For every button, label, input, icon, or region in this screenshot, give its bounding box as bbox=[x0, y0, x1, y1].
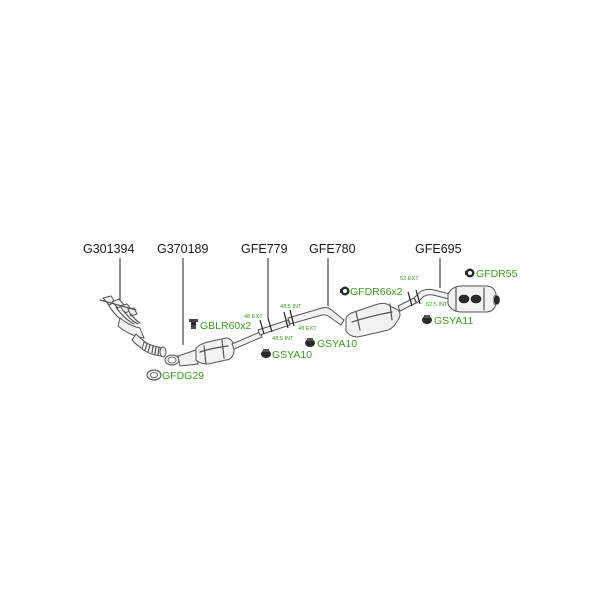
leader-lines bbox=[119, 258, 441, 345]
dimension-48-ext-lower: 48 EXT bbox=[298, 326, 317, 332]
part-label-g301394[interactable]: G301394 bbox=[83, 242, 134, 256]
accessory-label-gsya10-b[interactable]: GSYA10 bbox=[317, 338, 357, 350]
catalytic-converter[interactable] bbox=[164, 331, 263, 367]
rear-silencer[interactable] bbox=[413, 285, 500, 313]
accessory-label-gfdr55[interactable]: GFDR55 bbox=[476, 268, 518, 280]
dimension-48-5-int-lower: 48.5 INT bbox=[272, 336, 294, 342]
joint-markers bbox=[259, 289, 421, 335]
intermediate-pipe[interactable] bbox=[257, 319, 291, 336]
part-label-gfe780[interactable]: GFE780 bbox=[309, 242, 356, 256]
exhaust-manifold[interactable] bbox=[99, 295, 167, 358]
rubber-mount-icon[interactable] bbox=[422, 315, 432, 324]
clamp-icon[interactable] bbox=[465, 268, 475, 278]
rubber-mount-icon[interactable] bbox=[305, 338, 315, 347]
clamp-icon[interactable] bbox=[340, 286, 350, 296]
bolt-icon[interactable] bbox=[189, 319, 198, 329]
dimension-labels: 48 EXT 48.5 INT 48.5 INT 48 EXT 52 EXT 5… bbox=[244, 276, 448, 342]
part-label-gfe779[interactable]: GFE779 bbox=[241, 242, 288, 256]
gasket-ring-icon[interactable] bbox=[146, 369, 162, 381]
dimension-52-5-int: 52.5 INT bbox=[426, 302, 448, 308]
dimension-52-ext: 52 EXT bbox=[400, 276, 419, 282]
dimension-48-5-int: 48.5 INT bbox=[280, 304, 302, 310]
accessory-label-gblr60x2[interactable]: GBLR60x2 bbox=[200, 320, 252, 332]
accessory-label-gfdr66x2[interactable]: GFDR66x2 bbox=[350, 286, 403, 298]
rubber-mount-icon[interactable] bbox=[261, 349, 271, 358]
accessory-icons bbox=[146, 268, 475, 381]
accessory-label-gsya10-a[interactable]: GSYA10 bbox=[272, 349, 312, 361]
part-label-g370189[interactable]: G370189 bbox=[157, 242, 208, 256]
dimension-48-ext: 48 EXT bbox=[244, 314, 263, 320]
accessory-labels: GFDG29 GBLR60x2 GSYA10 GSYA10 GFDR66x2 G… bbox=[162, 268, 518, 382]
part-label-gfe695[interactable]: GFE695 bbox=[415, 242, 462, 256]
accessory-label-gfdg29[interactable]: GFDG29 bbox=[162, 370, 204, 382]
centre-silencer[interactable] bbox=[287, 297, 417, 338]
part-labels: G301394 G370189 GFE779 GFE780 GFE695 bbox=[83, 242, 462, 256]
accessory-label-gsya11[interactable]: GSYA11 bbox=[434, 315, 473, 327]
